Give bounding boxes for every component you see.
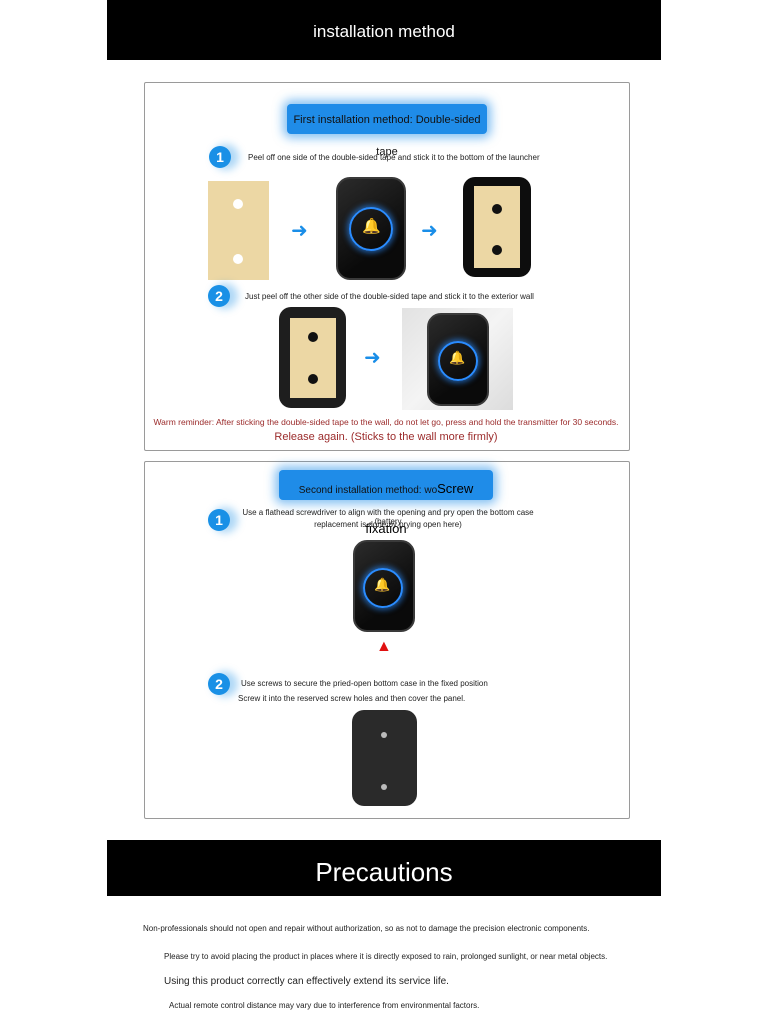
installation-method-title: installation method [313,22,455,41]
bell-icon: 🔔 [362,218,381,235]
doorbell-back-with-tape-image [279,307,346,408]
tape-hole [308,332,318,342]
arrow-right-icon: ➜ [364,347,381,369]
tape-hole [308,374,318,384]
method1-step1-number: 1 [209,146,231,168]
wall-mounted-image: 🔔 [402,308,513,410]
method2-step2-text-b: Screw it into the reserved screw holes a… [238,694,466,703]
precaution-item: Actual remote control distance may vary … [169,1001,480,1010]
arrow-right-icon: ➜ [291,220,308,242]
method1-title-badge: First installation method: Double-sided … [287,104,487,158]
method2-step1-text-a: Use a flathead screwdriver to align with… [242,508,534,526]
method2-step1-number: 1 [208,509,230,531]
method1-step2-text: Just peel off the other side of the doub… [245,292,534,301]
warm-reminder-text: Warm reminder: After sticking the double… [153,417,619,427]
method2-step2-text-a: Use screws to secure the pried-open bott… [241,679,488,688]
tape-on-back [474,186,520,268]
warm-reminder-text-2: Release again. (Sticks to the wall more … [274,431,498,443]
tape-strip-image [208,181,269,280]
tape-hole [233,199,243,209]
installation-method-header: installation method [107,0,661,60]
method2-title-suffix: Screw fixation [365,481,474,536]
screw-icon [381,732,387,738]
ring-light [349,207,393,251]
method2-title-badge: Second installation method: woScrew fixa… [279,470,493,536]
precautions-title: Precautions [315,857,453,887]
doorbell-front-image: 🔔 [336,177,406,280]
method2-step1-text-b: replacement is done by prying open here) [314,520,462,529]
ring-light [438,341,478,381]
doorbell-back-with-tape-image [463,177,531,277]
precautions-header: Precautions [107,840,661,896]
method1-title: First installation method: Double-sided … [293,114,481,158]
arrow-right-icon: ➜ [421,220,438,242]
arrow-up-icon: ▲ [376,638,392,655]
doorbell-front-image: 🔔 [353,540,415,632]
method1-step2-number: 2 [208,285,230,307]
tape-hole [233,254,243,264]
precaution-item: Non-professionals should not open and re… [143,924,590,933]
method1-step1-text: Peel off one side of the double-sided ta… [248,153,540,162]
doorbell-back-case-image [352,710,417,806]
screw-icon [381,784,387,790]
doorbell-front-image: 🔔 [427,313,489,406]
ring-light [363,568,403,608]
tape-hole [492,245,502,255]
precaution-item: Using this product correctly can effecti… [164,976,449,987]
tape-hole [492,204,502,214]
method2-step2-number: 2 [208,673,230,695]
bell-icon: 🔔 [449,350,466,365]
tape-on-back [290,318,336,398]
precaution-item: Please try to avoid placing the product … [164,952,608,961]
bell-icon: 🔔 [374,577,391,592]
method2-title-prefix: Second installation method: wo [298,485,438,496]
